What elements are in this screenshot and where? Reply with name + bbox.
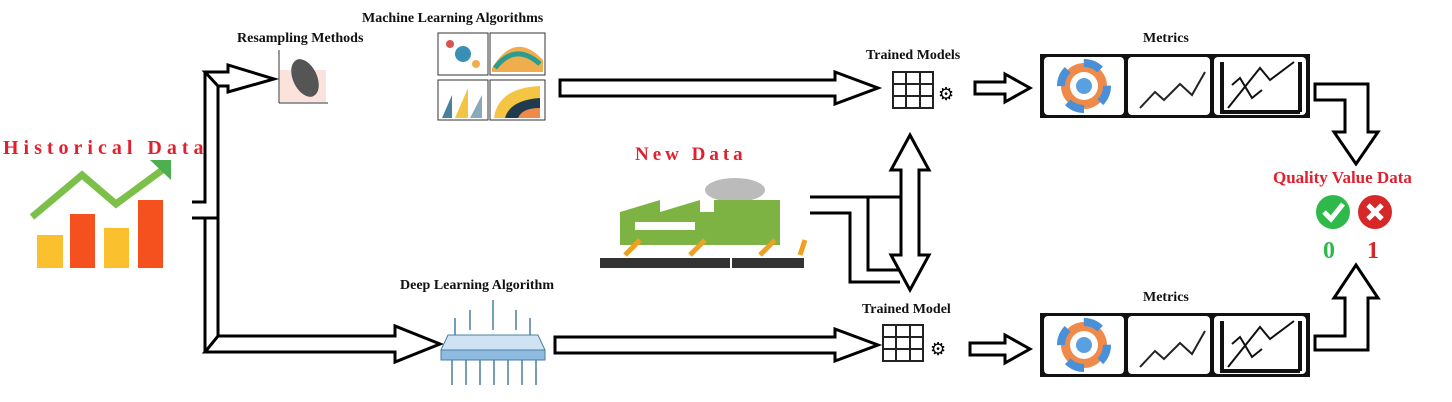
arrow-to-resampling xyxy=(201,62,280,94)
arrow-ml-to-trained-models xyxy=(558,69,883,107)
trained-model-cube-icon xyxy=(882,324,924,362)
fork-connector xyxy=(192,70,228,353)
trained-model-label: Trained Model xyxy=(862,302,951,317)
quality-value-label: Quality Value Data xyxy=(1273,168,1412,187)
trained-models-label: Trained Models xyxy=(866,48,961,63)
bar-chart-icon xyxy=(29,160,171,268)
factory-icon xyxy=(600,178,808,268)
arrow-to-metrics-bottom xyxy=(968,332,1034,366)
metrics-top-label: Metrics xyxy=(1143,31,1189,46)
bad-value: 1 xyxy=(1367,238,1379,264)
ml-algorithms-icon xyxy=(437,32,546,121)
good-value: 0 xyxy=(1323,238,1335,264)
arrow-metrics-bottom-to-quality xyxy=(1313,262,1381,352)
metrics-panel-top xyxy=(1040,54,1310,118)
historical-data-label: Historical Data xyxy=(3,137,209,159)
resampling-label: Resampling Methods xyxy=(237,31,364,46)
arrow-metrics-to-quality xyxy=(1313,82,1381,167)
bidirectional-arrow xyxy=(888,131,932,294)
new-data-connector xyxy=(810,195,900,272)
gear-icon: ⚙ xyxy=(938,84,954,104)
trained-model-cube-icon xyxy=(892,71,934,109)
new-data-label: New Data xyxy=(635,144,747,165)
neural-network-icon xyxy=(440,300,546,385)
metrics-bottom-label: Metrics xyxy=(1143,290,1189,305)
gear-icon: ⚙ xyxy=(930,339,946,359)
metrics-panel-bottom xyxy=(1040,313,1310,377)
deep-learning-label: Deep Learning Algorithm xyxy=(400,278,554,293)
scatter-plot-icon xyxy=(278,50,328,104)
cross-icon xyxy=(1358,195,1392,229)
ml-algorithms-label: Machine Learning Algorithms xyxy=(362,11,544,26)
check-icon xyxy=(1316,195,1350,229)
arrow-to-metrics-top xyxy=(973,71,1034,105)
arrow-to-deep-learning xyxy=(201,323,445,365)
arrow-dl-to-trained-model xyxy=(553,326,883,364)
